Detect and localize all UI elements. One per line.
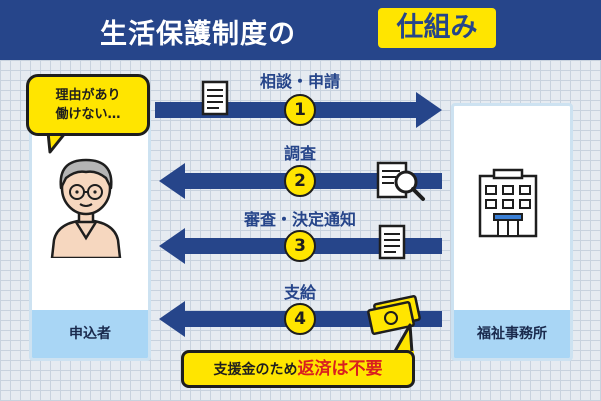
- notice-document-icon: [378, 224, 406, 260]
- step-2-label: 調査: [283, 144, 316, 163]
- step-2-number: 2: [284, 165, 316, 197]
- document-icon: [201, 80, 229, 116]
- step-4-number: 4: [284, 303, 316, 335]
- speech-bubble: 理由があり 働けない…: [26, 74, 150, 136]
- header-bar: 生活保護制度の 仕組み: [0, 0, 601, 60]
- office-building-icon: [478, 168, 538, 238]
- step-3-number: 3: [284, 230, 316, 262]
- speech-bubble-line1: 理由があり: [55, 88, 121, 103]
- repayment-callout: 支援金のため返済は不要: [181, 350, 415, 388]
- office-panel: 福祉事務所: [451, 103, 573, 361]
- elderly-person-icon: [50, 158, 122, 258]
- title-main: 生活保護制度の: [100, 19, 296, 50]
- office-label: 福祉事務所: [454, 310, 570, 358]
- money-icon: [367, 295, 421, 335]
- speech-bubble-line2: 働けない…: [55, 107, 121, 122]
- step-1-label: 相談・申請: [259, 72, 340, 91]
- step-1-number: 1: [284, 94, 316, 126]
- callout-text: 支援金のため: [213, 362, 298, 378]
- applicant-label: 申込者: [32, 310, 148, 358]
- title-highlight: 仕組み: [378, 8, 496, 48]
- step-4-label: 支給: [283, 283, 316, 302]
- callout-emphasis: 返済は不要: [297, 359, 383, 379]
- step-3-label: 審査・決定通知: [243, 210, 356, 229]
- magnifier-document-icon: [376, 161, 425, 201]
